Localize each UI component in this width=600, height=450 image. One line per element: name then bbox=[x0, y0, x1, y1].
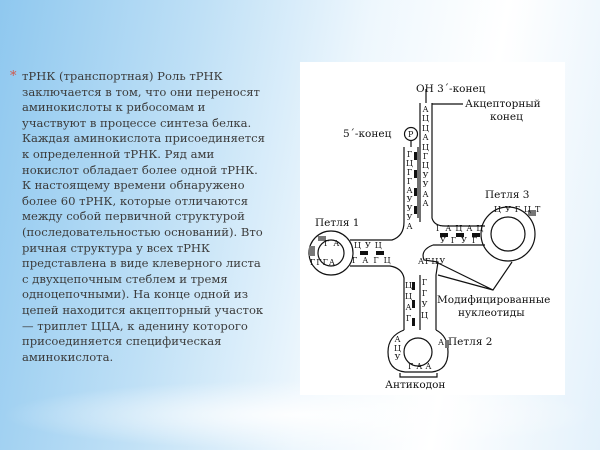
seq-acceptor-left: ГЦГГАУУУА bbox=[406, 150, 413, 231]
text-line: нокислот обладает более одной тРНК. bbox=[22, 162, 258, 177]
bullet-icon: * bbox=[10, 69, 17, 84]
text-line: одноцепочными). На конце одной из bbox=[22, 287, 249, 302]
text-line: аминокислота. bbox=[22, 349, 114, 364]
label-loop3: Петля 3 bbox=[485, 189, 530, 201]
text-line: ричная структура у всех тРНК bbox=[22, 240, 211, 255]
seq-loop2-left: АЦУ bbox=[394, 335, 401, 362]
trna-diagram: ОН 3´-конец Акцепторный конец 5´-конец P… bbox=[300, 62, 565, 395]
text-line: цепей находится акцепторный участок bbox=[22, 302, 264, 317]
text-line: присоединяется специфическая bbox=[22, 334, 222, 349]
seq-loop1-stem-top: ЦУЦ bbox=[354, 241, 386, 250]
text-line: с двухцепочным стеблем и тремя bbox=[22, 271, 228, 286]
label-loop2: Петля 2 bbox=[448, 336, 493, 348]
text-line: к определенной тРНК. Ряд ами bbox=[22, 146, 215, 161]
text-line: Каждая аминокислота присоединяется bbox=[22, 131, 265, 146]
text-line: представлена в виде клеверного листа bbox=[22, 256, 261, 271]
label-phosphate: P bbox=[408, 130, 414, 139]
label-acceptor: Акцепторный bbox=[465, 98, 541, 110]
seq-loop2-bottom: ГАА bbox=[408, 362, 435, 371]
label-5-end: 5´-конец bbox=[343, 128, 392, 140]
seq-loop3-stem-top: ГАЦАЦ bbox=[436, 224, 488, 233]
seq-anticodon-extra: АГЦУ bbox=[418, 257, 447, 266]
text-line: более 60 тРНК, которые отличаются bbox=[22, 193, 249, 208]
text-line: аминокислоты к рибосомам и bbox=[22, 100, 206, 115]
text-line: участвуют в процессе синтеза белка. bbox=[22, 115, 252, 130]
label-anticodon: Антикодон bbox=[385, 379, 445, 391]
seq-loop2-right: А bbox=[438, 338, 449, 347]
text-line: заключается в том, что они переносят bbox=[22, 84, 260, 99]
seq-loop3-stem-bottom: УГУГ bbox=[440, 236, 483, 245]
text-line: К настоящему времени обнаружено bbox=[22, 178, 245, 193]
text-line: — триплет ЦЦА, к аденину которого bbox=[22, 318, 248, 333]
seq-loop3-loop: ЦУГЦТ bbox=[494, 205, 545, 214]
seq-anticodon-stem-right: ГГУЦ bbox=[421, 278, 428, 320]
text-line: тРНК (транспортная) Роль тРНК bbox=[22, 69, 223, 83]
label-loop1: Петля 1 bbox=[315, 217, 360, 229]
seq-anticodon-stem-left: ЦЦАГ bbox=[405, 281, 412, 323]
text-line: между собой первичной структурой bbox=[22, 209, 245, 224]
seq-loop1-left: ГГГА bbox=[310, 258, 336, 267]
label-modified: Модифицированные bbox=[437, 294, 550, 306]
text-line: (последовательностью оснований). Вто bbox=[22, 224, 263, 239]
seq-loop1-stem-bottom: ГАГЦ bbox=[352, 256, 396, 265]
seq-acceptor-right: АЦЦАЦГЦУУАА bbox=[422, 105, 429, 209]
label-modified-2: нуклеотиды bbox=[458, 307, 525, 319]
label-acceptor-2: конец bbox=[490, 111, 523, 123]
seq-loop1-top: ГА bbox=[324, 239, 344, 248]
label-oh3: ОН 3´-конец bbox=[416, 83, 486, 95]
